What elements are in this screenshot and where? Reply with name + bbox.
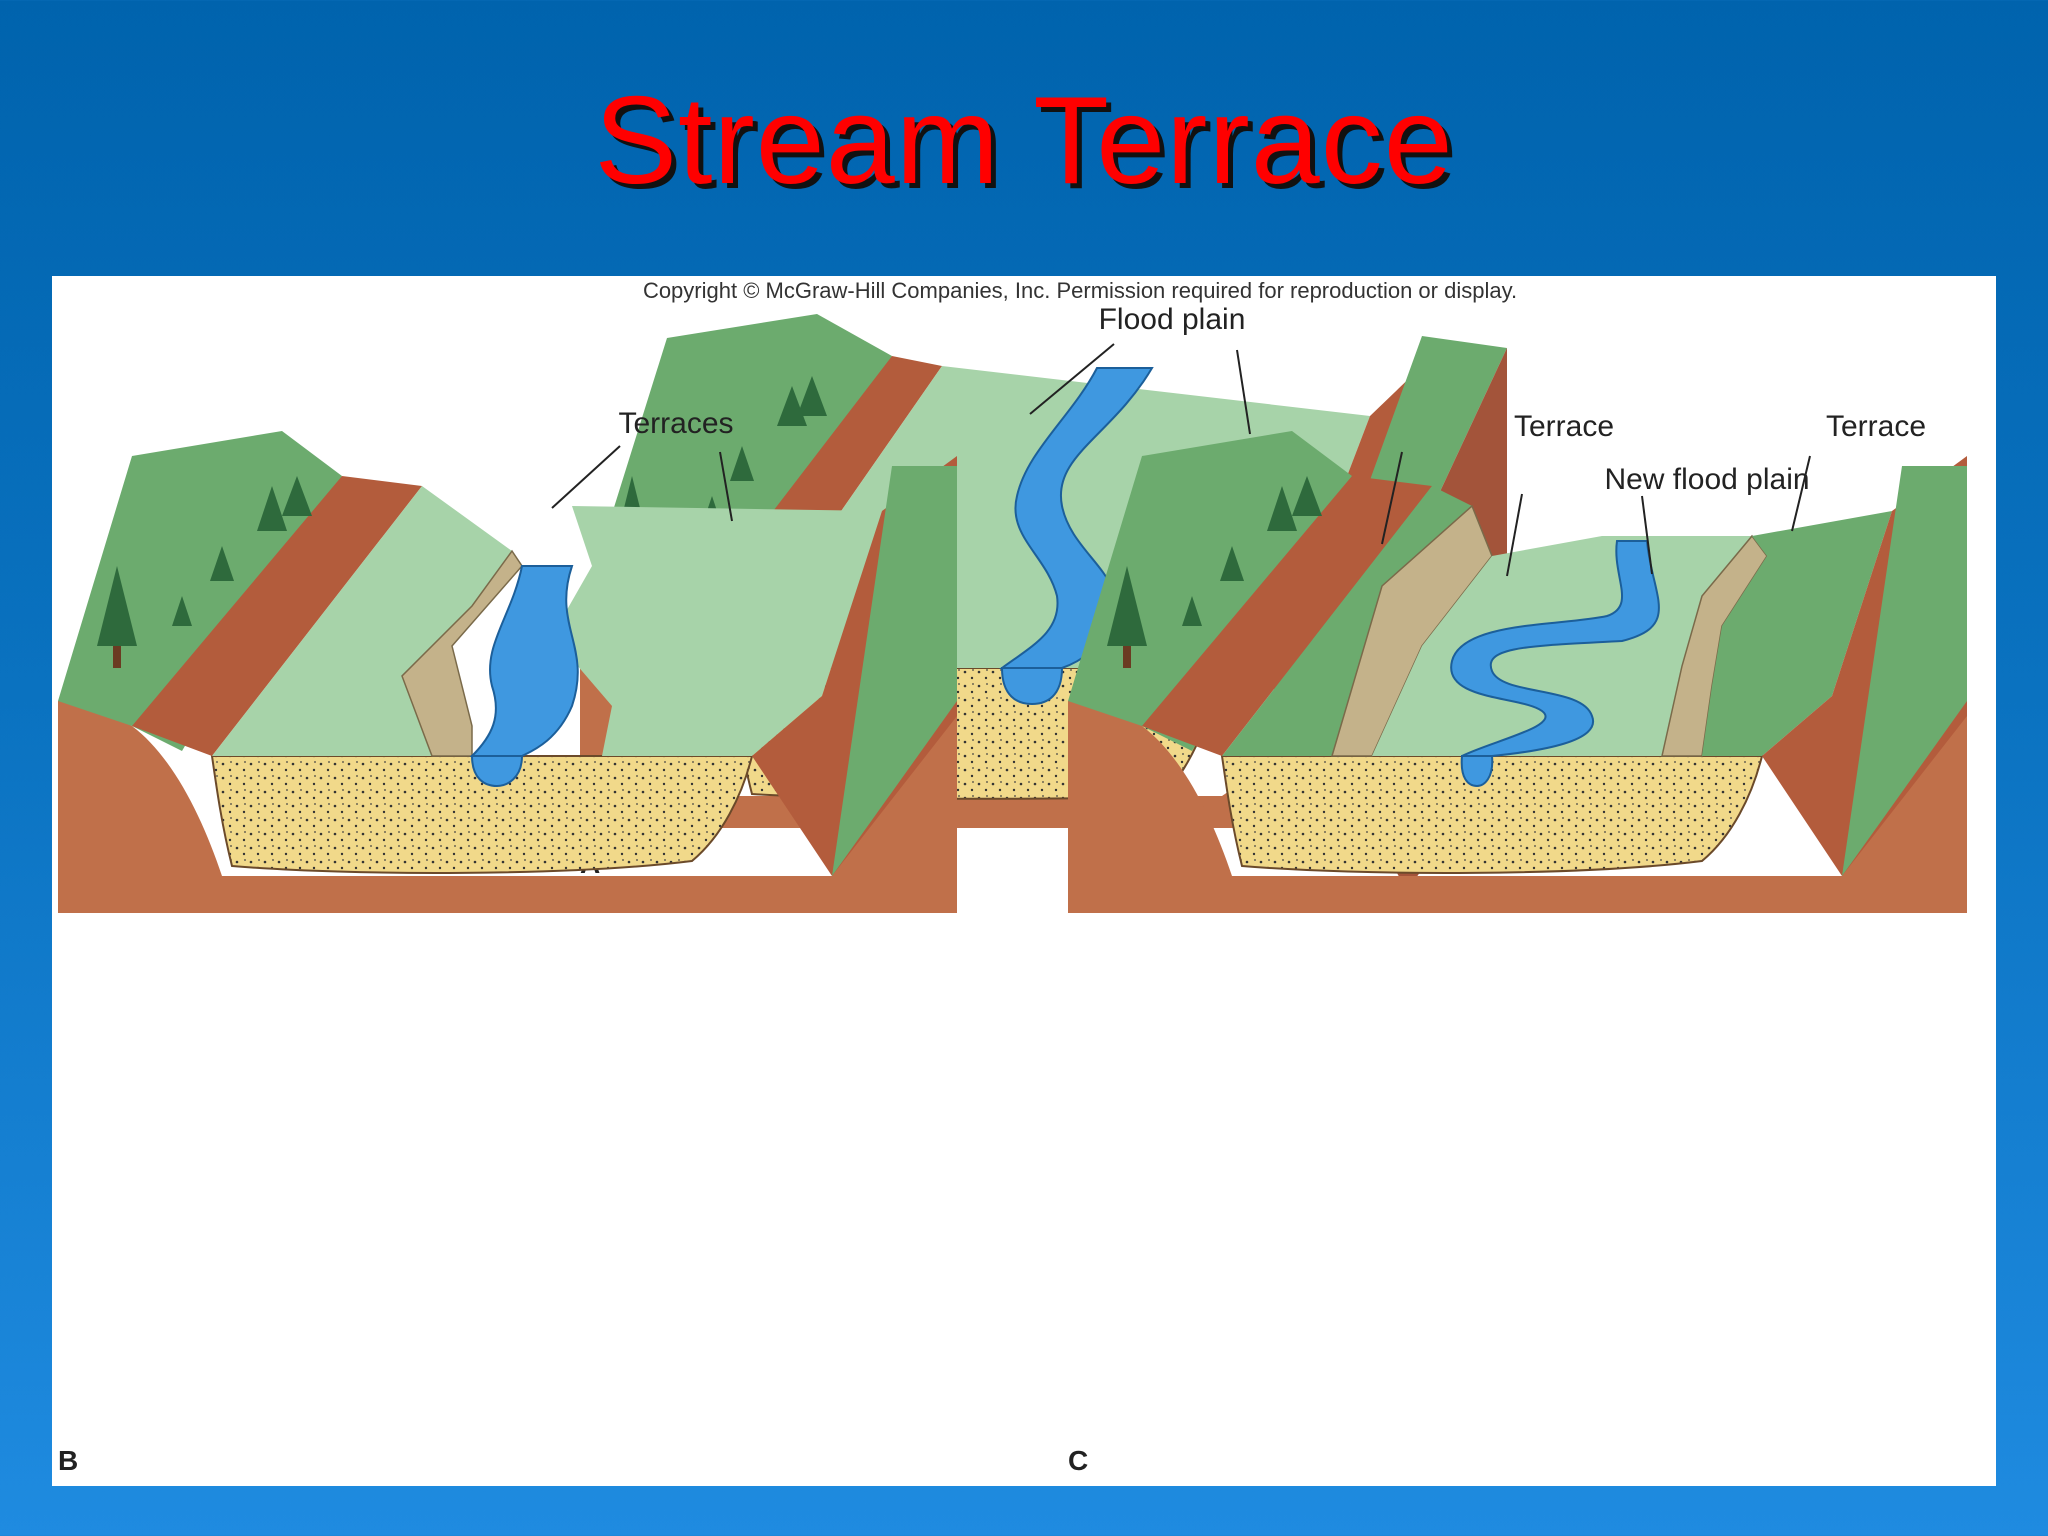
label-terraces: Terraces xyxy=(618,407,733,440)
block-diagram-b: Terraces B xyxy=(58,407,957,1476)
tree-icon xyxy=(257,486,287,531)
flood-plain-leader-left xyxy=(1029,343,1115,415)
river-a-channel xyxy=(1000,667,1064,706)
tree-icon xyxy=(1107,566,1147,646)
tree-icon xyxy=(172,596,192,626)
block-c-sediment xyxy=(1220,755,1764,874)
block-diagram-c: Terrace New flood plain Terrace C xyxy=(1068,410,1967,1476)
tree-icon xyxy=(1267,486,1297,531)
terraces-leader-left xyxy=(551,445,621,509)
tree-icon xyxy=(210,546,234,581)
block-c-left-valley-wall xyxy=(1142,476,1432,756)
tree-group-c xyxy=(1107,476,1322,668)
terrace-b-right xyxy=(552,506,882,756)
block-b-left-valley-wall xyxy=(132,476,422,756)
figure-panel: Copyright © McGraw-Hill Companies, Inc. … xyxy=(52,276,1996,1486)
new-flood-plain-leader-left xyxy=(1506,493,1523,577)
tree-icon xyxy=(1220,546,1244,581)
block-b-sediment xyxy=(210,755,754,874)
label-terrace-right: Terrace xyxy=(1826,410,1926,443)
tree-icon xyxy=(1182,596,1202,626)
terrace-leader-right xyxy=(1791,455,1811,532)
terraces-leader-right xyxy=(719,451,733,522)
terrace-c-left xyxy=(1222,486,1472,756)
river-c-channel xyxy=(1460,755,1494,788)
tree-icon xyxy=(282,476,312,516)
new-flood-plain-leader-right xyxy=(1641,495,1653,575)
slide-title: Stream Terrace xyxy=(594,72,1454,210)
terrace-leader-left xyxy=(1381,451,1403,545)
block-b-right-ridge xyxy=(832,466,957,876)
tree-trunk-icon xyxy=(1123,646,1131,668)
flood-plain-leader-right xyxy=(1236,349,1251,435)
terrace-c-right xyxy=(1702,511,1892,756)
copyright-notice: Copyright © McGraw-Hill Companies, Inc. … xyxy=(642,278,1518,303)
block-c-soil xyxy=(1068,701,1967,913)
panel-letter-b: B xyxy=(58,1445,78,1476)
river-b-channel xyxy=(470,755,524,788)
block-c-right-ridge xyxy=(1842,466,1967,876)
tree-group-b xyxy=(97,476,312,668)
stream-terrace-diagram: Flood plain A xyxy=(58,303,1967,1476)
block-b-soil xyxy=(58,701,957,913)
tree-icon xyxy=(1292,476,1322,516)
tree-icon xyxy=(97,566,137,646)
tree-icon xyxy=(797,376,827,416)
label-flood-plain: Flood plain xyxy=(1099,303,1246,336)
label-terrace-left: Terrace xyxy=(1514,410,1614,443)
label-new-flood-plain: New flood plain xyxy=(1604,463,1809,496)
tree-trunk-icon xyxy=(113,646,121,668)
block-a-right-valley-wall xyxy=(1222,366,1422,696)
tree-icon xyxy=(730,446,754,481)
terrace-b-left xyxy=(212,486,512,756)
panel-letter-c: C xyxy=(1068,1445,1088,1476)
